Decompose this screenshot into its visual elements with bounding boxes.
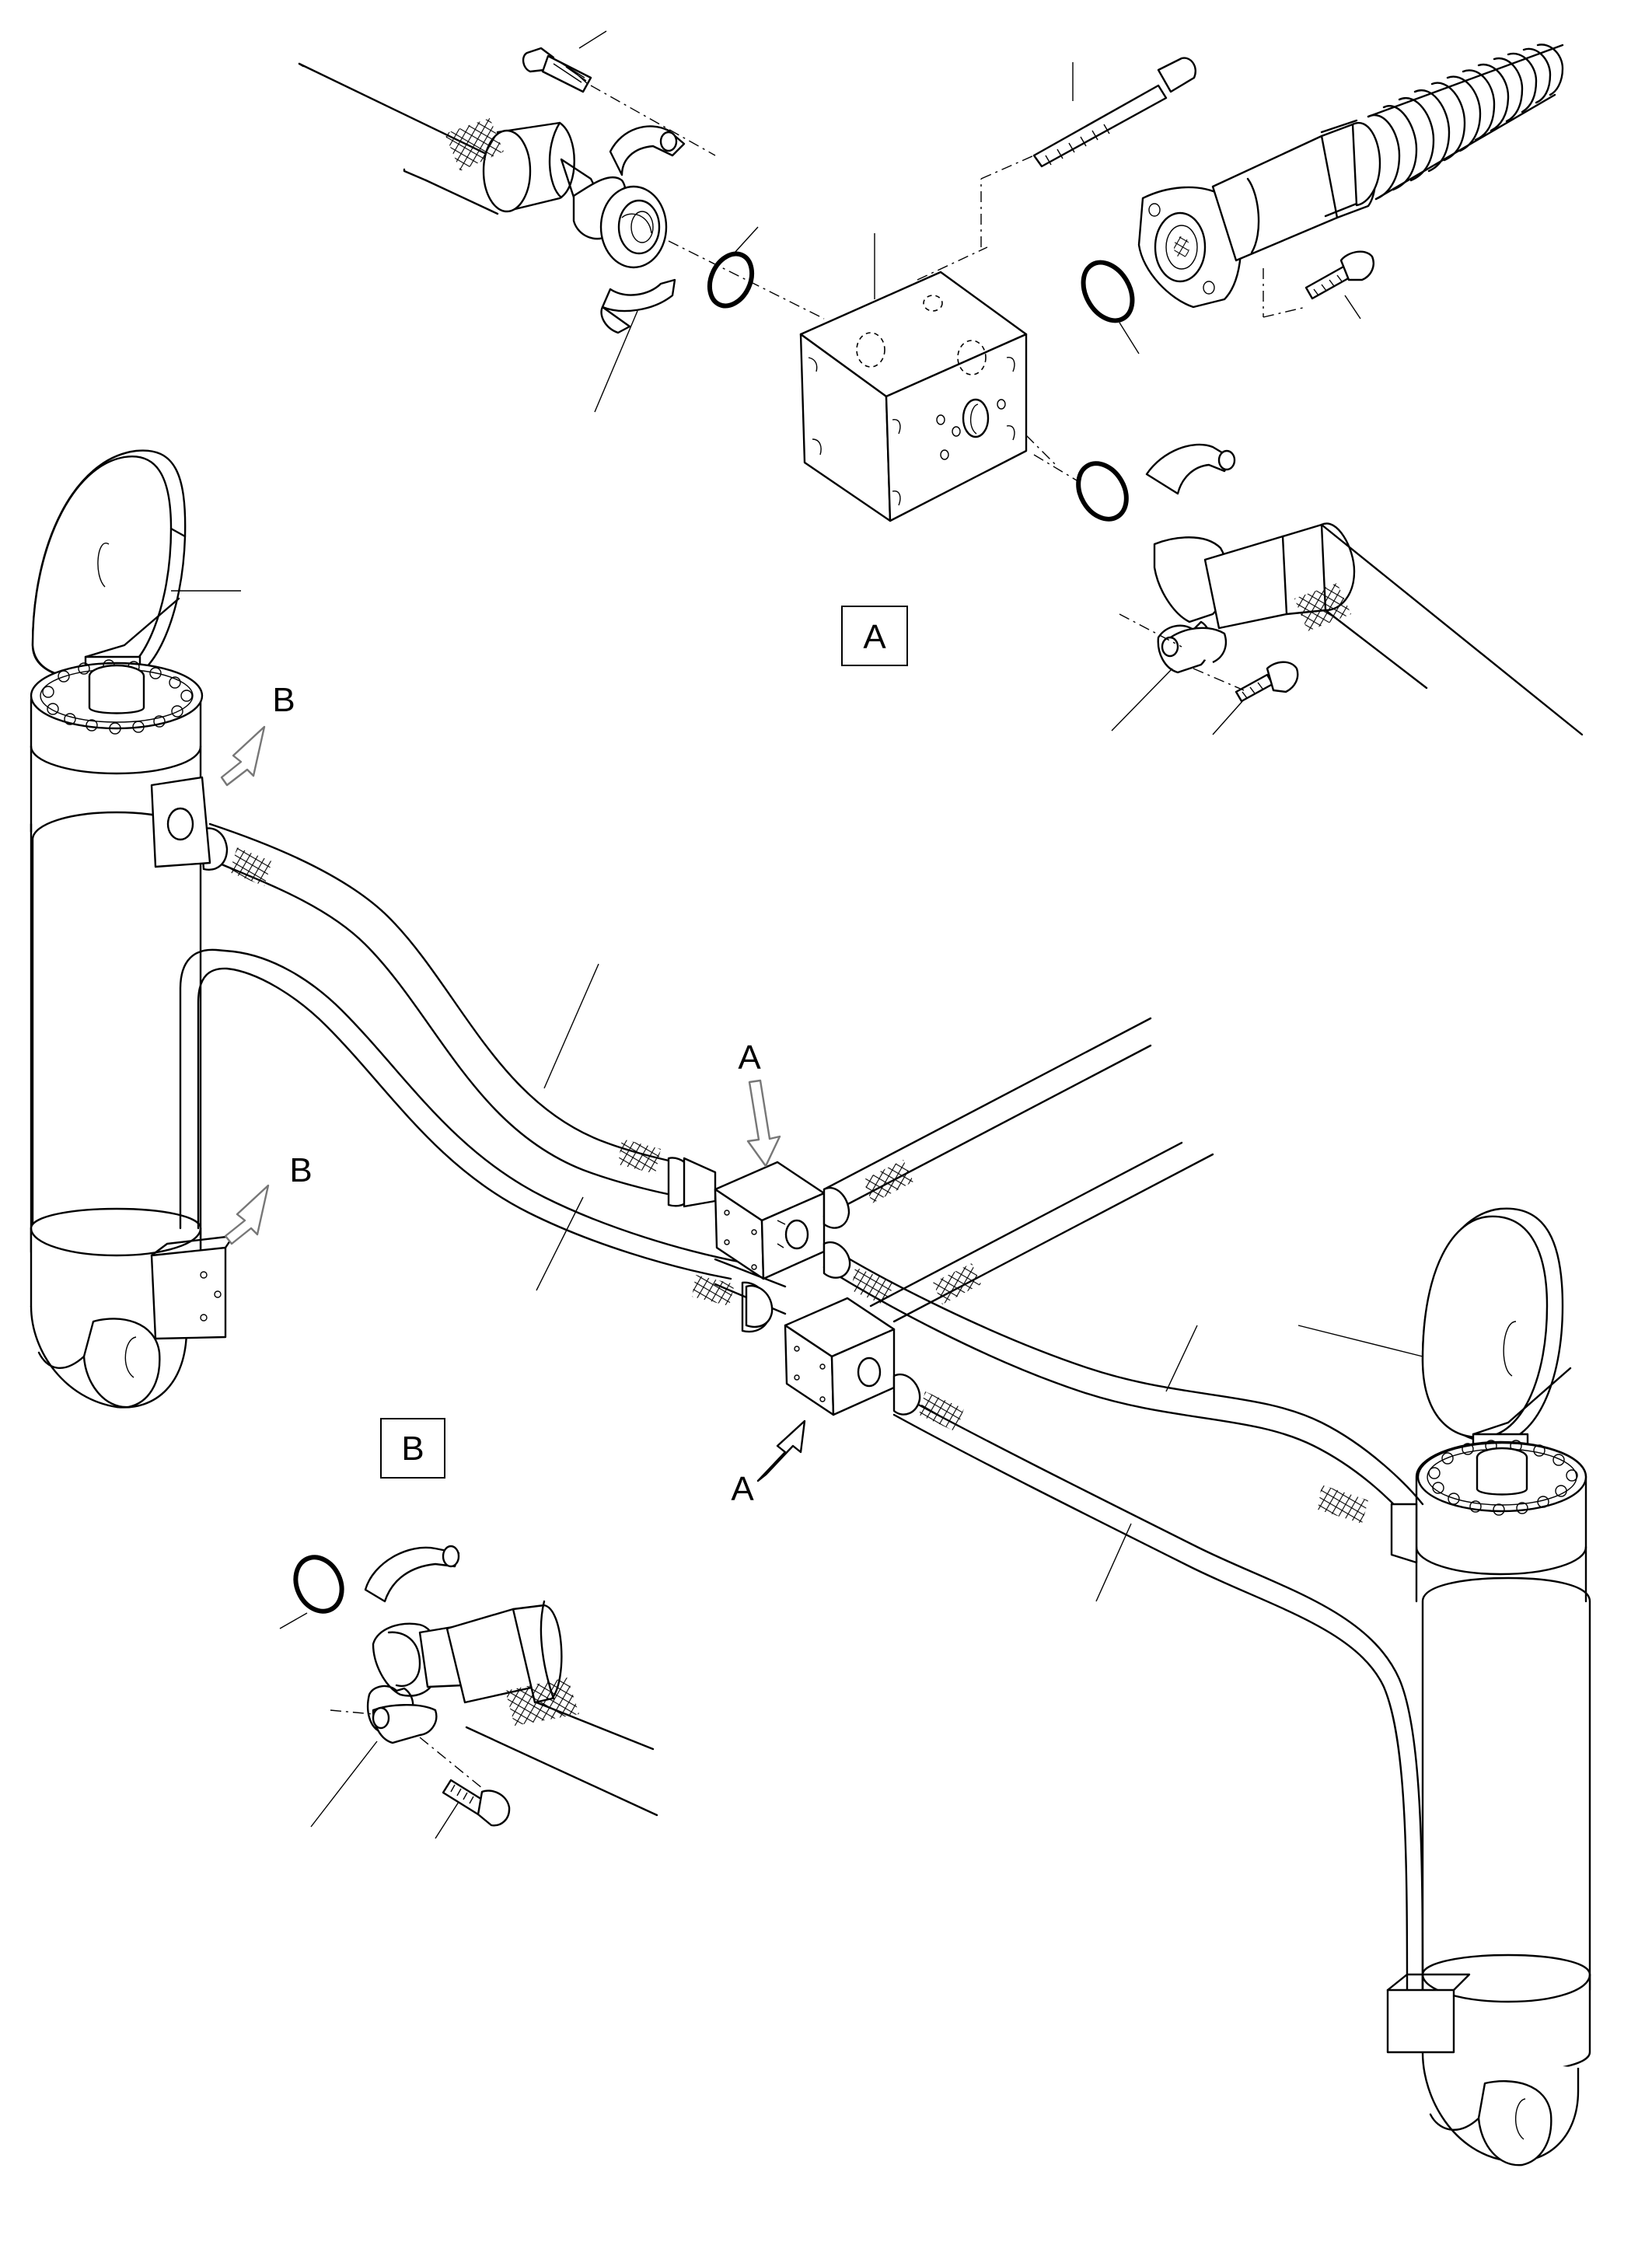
detail-a-group: A — [298, 30, 1584, 736]
left-hydraulic-cylinder — [30, 449, 241, 1409]
detail-a-lower-hose — [1033, 443, 1584, 736]
upper-junction-block — [714, 1161, 826, 1280]
detail-a-label: A — [863, 618, 886, 656]
arrow-b-upper: B — [220, 681, 295, 787]
detail-a-right-hose — [1032, 44, 1564, 354]
detail-b-box — [380, 1418, 445, 1479]
arrow-a-lower: A — [731, 1419, 806, 1508]
detail-a-left-hose — [298, 30, 825, 413]
arrow-a-upper: A — [738, 1039, 781, 1168]
detail-a-box — [841, 606, 908, 666]
main-hose-assembly — [150, 776, 1471, 2054]
arrow-a-lower-label: A — [731, 1470, 754, 1508]
lower-junction-block — [784, 1297, 896, 1416]
detail-b-label: B — [401, 1430, 424, 1468]
arrow-b-lower: B — [224, 1151, 313, 1245]
arrow-b-lower-label: B — [289, 1151, 312, 1189]
detail-b-group: B — [279, 1418, 658, 1839]
arrow-b-upper-label: B — [272, 681, 295, 719]
detail-a-block — [799, 155, 1058, 522]
arrow-a-upper-label: A — [738, 1039, 761, 1077]
right-hydraulic-cylinder — [1298, 1207, 1591, 2166]
